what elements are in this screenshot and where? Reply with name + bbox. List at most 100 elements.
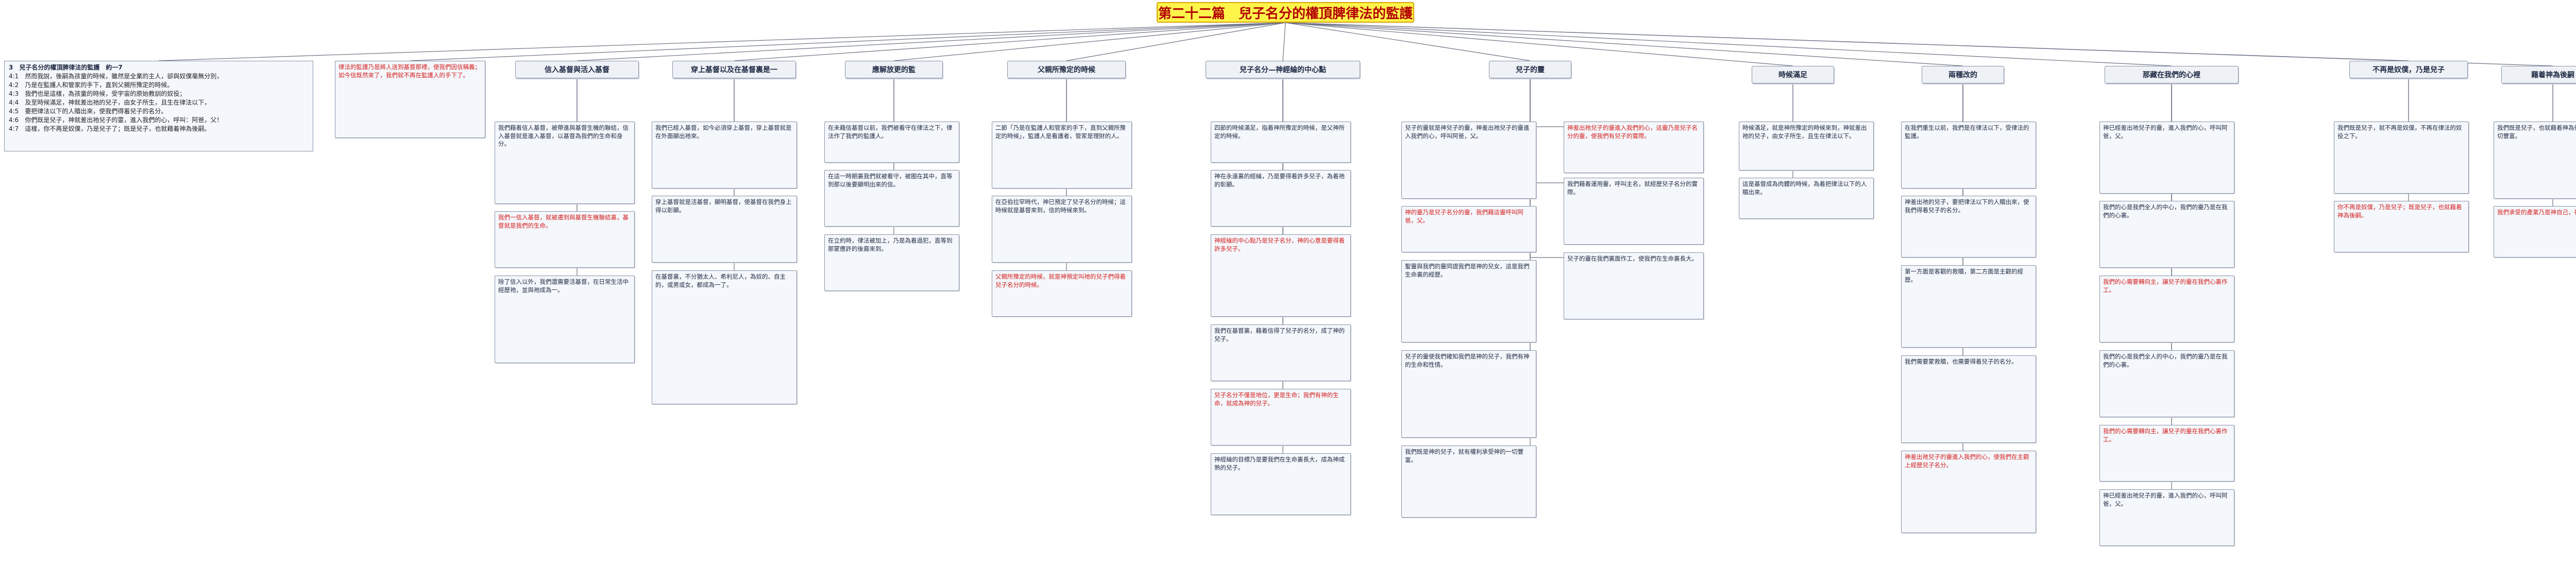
note-c11-1: 我們承受的產業乃是神自己，神就是我們的分。	[2494, 206, 2576, 258]
note-c9-5: 神已經差出祂兒子的靈，進入我們的心，呼叫阿爸，父。	[2099, 489, 2234, 546]
note-c9-1: 我們的心是我們全人的中心，我們的靈乃是在我們的心裏。	[2099, 201, 2234, 268]
verse-line: 4:2 乃是在監護人和管家的手下，直到父親所豫定的時候。	[9, 81, 174, 89]
note-c5-5: 神經綸的目標乃是要我們在生命裏長大，成為神成熟的兒子。	[1211, 453, 1351, 515]
note-text: 你不再是奴僕，乃是兒子；既是兒子，也就藉着神為後嗣。	[2337, 203, 2462, 219]
header-6: 時候滿足	[1752, 66, 1834, 83]
note-text: 神已經差出祂兒子的靈，進入我們的心，呼叫阿爸，父。	[2103, 124, 2228, 140]
note-text: 神在永遠裏的經綸，乃是要得着許多兒子，為着祂的彰顯。	[1214, 173, 1345, 188]
title-connector	[410, 22, 1286, 61]
note-text: 我們的心是我們全人的中心，我們的靈乃是在我們的心裏。	[2103, 203, 2228, 219]
note-c3-0: 在未藉信基督以前，我們被看守在律法之下，律法作了我們的監護人。	[824, 122, 959, 163]
note-c1-2: 除了信入以外，我們還需要活基督，在日常生活中經歷祂，並與祂成為一。	[495, 276, 635, 363]
title-connector	[1285, 22, 1793, 66]
title-connector	[893, 22, 1286, 61]
note-text: 在我們重生以前，我們是在律法以下，受律法的監護。	[1905, 124, 2029, 140]
note-c2-2: 在基督裏，不分猶太人、希利尼人，為奴的、自主的，或男或女，都成為一了。	[652, 270, 797, 404]
note-c10-0: 我們既是兒子，就不再是奴僕，不再在律法的奴役之下。	[2334, 122, 2469, 194]
header-1: 穿上基督以及在基督裏是一	[672, 61, 796, 78]
note-c9-4: 我們的心需要轉向主，讓兒子的靈在我們心裏作工。	[2099, 425, 2234, 482]
note-c3-2: 在立約時，律法被加上，乃是為着過犯，直等到那蒙應許的後裔來到。	[824, 234, 959, 291]
note-c5-1: 神在永遠裏的經綸，乃是要得着許多兒子，為着祂的彰顯。	[1211, 170, 1351, 227]
note-c9-0: 神已經差出祂兒子的靈，進入我們的心，呼叫阿爸，父。	[2099, 122, 2234, 194]
note-c5-4: 兒子名分不僅是地位，更是生命；我們有神的生命，就成為神的兒子。	[1211, 389, 1351, 446]
title-connector	[1285, 22, 2172, 66]
note-c1-0: 我們藉着信人基督，被帶進與基督生機的聯結，信入基督就是進入基督，以基督為我們的生…	[495, 122, 635, 204]
note-c5-0: 四節的時候滿足，指着神所豫定的時候，是父神所定的時候。	[1211, 122, 1351, 163]
note-c6b-1: 我們藉着運用靈，呼叫主名，就經歷兒子名分的實際。	[1564, 178, 1704, 245]
note-text: 神的靈乃是兒子名分的靈，我們藉這靈呼叫阿爸，父。	[1405, 209, 1523, 224]
note-text: 神差出祂兒子的靈進入我們的心，使我們在主觀上經歷兒子名分。	[1905, 453, 2029, 469]
title-connector	[1285, 22, 2553, 66]
note-text: 除了信入以外，我們還需要活基督，在日常生活中經歷祂，並與祂成為一。	[498, 278, 629, 294]
note-text: 神經綸的目標乃是要我們在生命裏長大，成為神成熟的兒子。	[1214, 456, 1345, 471]
top-note: 律法的監護乃是將人送到基督那裡，使我們因信稱義；如今信既然來了，我們就不再在監護…	[335, 61, 485, 138]
note-text: 我們一信入基督，就被遷到與基督生機聯結裏，基督就是我們的生命。	[498, 214, 629, 229]
note-text: 神差出祂兒子的靈進入我們的心，這靈乃是兒子名分的靈，使我們有兒子的實際。	[1567, 124, 1698, 140]
note-text: 兒子的靈就是神兒子的靈，神差出祂兒子的靈進入我們的心，呼叫阿爸，父。	[1405, 124, 1530, 140]
note-c5-3: 我們在基督裏，藉着信得了兒子的名分，成了神的兒子。	[1211, 324, 1351, 381]
title-connector	[1282, 22, 1286, 61]
title-connector	[1285, 22, 2409, 61]
header-5: 兒子的靈	[1489, 61, 1571, 78]
header-9: 不再是奴僕，乃是兒子	[2349, 61, 2468, 78]
note-text: 聖靈與我們的靈同證我們是神的兒女，這是我們生命裏的經歷。	[1405, 263, 1530, 278]
page-title: 第二十二篇 兒子名分的權頂脾律法的監護	[1157, 2, 1414, 23]
note-text: 在基督裏，不分猶太人、希利尼人，為奴的、自主的，或男或女，都成為一了。	[655, 273, 786, 288]
note-c8-0: 在我們重生以前，我們是在律法以下，受律法的監護。	[1901, 122, 2036, 189]
note-c6-0: 兒子的靈就是神兒子的靈，神差出祂兒子的靈進入我們的心，呼叫阿爸，父。	[1401, 122, 1536, 199]
intro-verses: 3 兒子名分的權頂脾律法的監護 約一7 4:1 然而我說，後嗣為孩童的時候，雖然…	[4, 61, 313, 151]
note-c8-1: 神差出祂的兒子，要把律法以下的人贖出來，使我們得着兒子的名分。	[1901, 196, 2036, 258]
note-c9-2: 我們的心需要轉向主，讓兒子的靈在我們心裏作工。	[2099, 276, 2234, 343]
verse-line: 4:1 然而我說，後嗣為孩童的時候，雖然是全業的主人，卻與奴僕毫無分別，	[9, 73, 223, 80]
note-text: 我們既是兒子，就不再是奴僕，不再在律法的奴役之下。	[2337, 124, 2462, 140]
note-text: 二節「乃是在監護人和管家的手下，直到父親所豫定的時候」，監護人是看護者，管家是理…	[995, 124, 1126, 140]
verse-line: 4:7 這樣，你不再是奴僕，乃是兒子了；既是兒子，也就藉着神為後嗣。	[9, 125, 211, 132]
title-connector	[158, 22, 1286, 61]
note-text: 我們藉着信人基督，被帶進與基督生機的聯結，信入基督就是進入基督，以基督為我們的生…	[498, 124, 629, 147]
note-text: 我們已經入基督，如今必須穿上基督，穿上基督就是在外面顯出祂來。	[655, 124, 792, 140]
note-text: 第一方面是客觀的救贖，第二方面是主觀的經歷。	[1905, 268, 2023, 283]
note-text: 時候滿足，就是神所豫定的時候來到，神就差出祂的兒子，由女子所生，且生在律法以下。	[1742, 124, 1867, 140]
note-text: 在亞伯拉罕時代，神已預定了兒子名分的時候；這時候就是基督來到，信的時候來到。	[995, 198, 1126, 214]
note-c2-1: 穿上基督就是活基督，顯明基督，使基督在我們身上得以彰顯。	[652, 196, 797, 263]
note-c1-1: 我們一信入基督，就被遷到與基督生機聯結裏，基督就是我們的生命。	[495, 211, 635, 268]
note-c2-0: 我們已經入基督，如今必須穿上基督，穿上基督就是在外面顯出祂來。	[652, 122, 797, 189]
title-connector	[734, 22, 1286, 61]
note-c3-1: 在這一時期裏我們就被看守，被圈在其中，直等到那以後要顯明出來的信。	[824, 170, 959, 227]
note-text: 兒子名分不僅是地位，更是生命；我們有神的生命，就成為神的兒子。	[1214, 391, 1339, 407]
header-7: 兩種改的	[1922, 66, 2004, 83]
verse-line: 4:5 要把律法以下的人贖出來，使我們得着兒子的名分。	[9, 108, 167, 115]
note-text: 我們的心是我們全人的中心，我們的靈乃是在我們的心裏。	[2103, 353, 2228, 368]
note-text: 我們藉着運用靈，呼叫主名，就經歷兒子名分的實際。	[1567, 180, 1698, 196]
note-c6-4: 我們既是神的兒子，就有權利承受神的一切豐富。	[1401, 446, 1536, 518]
note-text: 四節的時候滿足，指着神所豫定的時候，是父神所定的時候。	[1214, 124, 1345, 140]
note-text: 父親所豫定的時候，就是神預定叫祂的兒子們得着兒子名分的時候。	[995, 273, 1126, 288]
note-text: 我們的心需要轉向主，讓兒子的靈在我們心裏作工。	[2103, 278, 2228, 294]
note-c6b-2: 兒子的靈在我們裏面作工，使我們在生命裏長大。	[1564, 252, 1704, 319]
note-c4-2: 父親所豫定的時候，就是神預定叫祂的兒子們得着兒子名分的時候。	[992, 270, 1132, 317]
title-connector	[1285, 22, 1531, 61]
note-c6-1: 神的靈乃是兒子名分的靈，我們藉這靈呼叫阿爸，父。	[1401, 206, 1536, 252]
intro-caption: 3 兒子名分的權頂脾律法的監護 約一7	[9, 64, 123, 71]
top-note-text: 律法的監護乃是將人送到基督那裡，使我們因信稱義；如今信既然來了，我們就不再在監護…	[338, 63, 481, 79]
note-c8-4: 神差出祂兒子的靈進入我們的心，使我們在主觀上經歷兒子名分。	[1901, 451, 2036, 533]
note-text: 穿上基督就是活基督，顯明基督，使基督在我們身上得以彰顯。	[655, 198, 792, 214]
note-c9-3: 我們的心是我們全人的中心，我們的靈乃是在我們的心裏。	[2099, 350, 2234, 417]
note-text: 我們既是兒子，也就藉着神為後嗣，承受神的一切豐富。	[2497, 124, 2576, 140]
note-c11-0: 我們既是兒子，也就藉着神為後嗣，承受神的一切豐富。	[2494, 122, 2576, 199]
verse-line: 4:6 你們既是兒子，神就差出祂兒子的靈，進入我們的心，呼叫：阿爸，父！	[9, 116, 223, 124]
header-10: 藉着神為後嗣	[2501, 66, 2576, 83]
note-c4-0: 二節「乃是在監護人和管家的手下，直到父親所豫定的時候」，監護人是看護者，管家是理…	[992, 122, 1132, 189]
note-text: 神已經差出祂兒子的靈，進入我們的心，呼叫阿爸，父。	[2103, 492, 2228, 507]
title-connector	[577, 22, 1286, 61]
note-c6-2: 聖靈與我們的靈同證我們是神的兒女，這是我們生命裏的經歷。	[1401, 260, 1536, 343]
note-c10-1: 你不再是奴僕，乃是兒子；既是兒子，也就藉着神為後嗣。	[2334, 201, 2469, 252]
verse-line: 4:4 及至時候滿足，神就差出祂的兒子，由女子所生，且生在律法以下，	[9, 99, 211, 106]
note-c8-2: 第一方面是客觀的救贖，第二方面是主觀的經歷。	[1901, 265, 2036, 348]
note-c5-2: 神經綸的中心點乃是兒子名分，神的心意是要得着許多兒子。	[1211, 234, 1351, 317]
note-c7-1: 這是基督成為肉體的時候，為着把律法以下的人贖出來。	[1739, 178, 1874, 219]
header-2: 應解放更的監	[845, 61, 943, 78]
note-text: 神差出祂的兒子，要把律法以下的人贖出來，使我們得着兒子的名分。	[1905, 198, 2029, 214]
note-text: 在這一時期裏我們就被看守，被圈在其中，直等到那以後要顯明出來的信。	[828, 173, 953, 188]
note-c7-0: 時候滿足，就是神所豫定的時候來到，神就差出祂的兒子，由女子所生，且生在律法以下。	[1739, 122, 1874, 170]
